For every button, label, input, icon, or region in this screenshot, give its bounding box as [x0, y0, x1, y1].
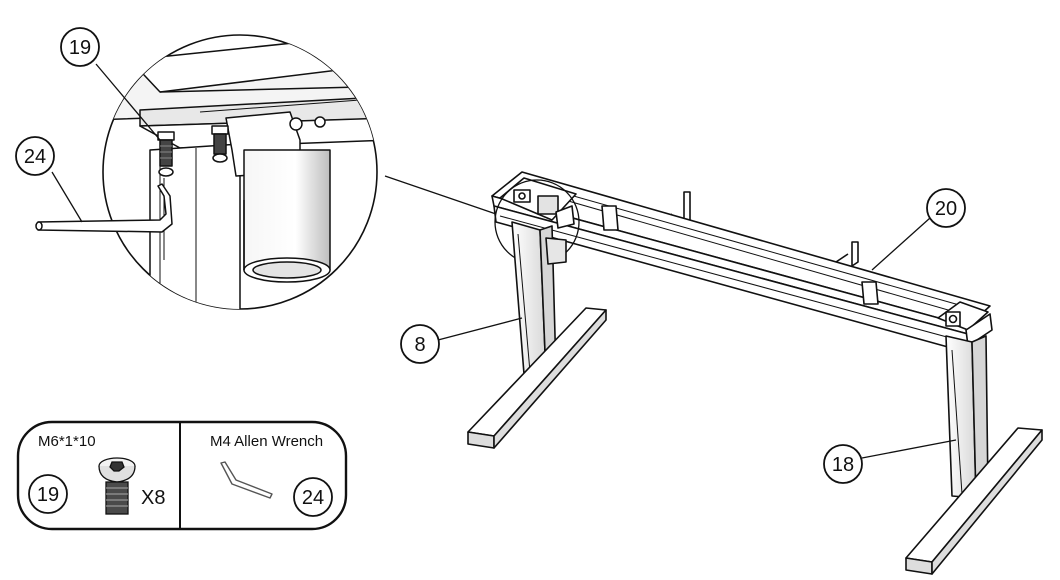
- callout-24-left: 24: [15, 136, 55, 176]
- right-end-plate: [937, 301, 993, 347]
- parts-wrench-number: 24: [293, 477, 333, 517]
- detail-leader-line: [384, 175, 497, 215]
- svg-text:24: 24: [302, 487, 324, 509]
- hex-socket-bolt-icon: [98, 457, 136, 515]
- wrench-spec-label: M4 Allen Wrench: [210, 433, 323, 450]
- allen-wrench-detail: [35, 183, 173, 233]
- svg-text:19: 19: [69, 37, 91, 59]
- right-foot: [905, 427, 1043, 575]
- svg-text:8: 8: [414, 334, 425, 356]
- bolt-detail-right: [211, 125, 229, 163]
- svg-text:18: 18: [832, 454, 854, 476]
- callout-18: 18: [823, 444, 863, 484]
- bolt-quantity: X8: [141, 487, 165, 509]
- parts-bolt-number: 19: [28, 474, 68, 514]
- bolt-spec-label: M6*1*10: [38, 433, 96, 450]
- top-beam: [491, 171, 991, 353]
- parts-box: M6*1*10 X8 19 M4 Allen Wrench 24: [16, 420, 348, 531]
- callout-leaders: [51, 63, 957, 459]
- detail-circle-large: [102, 34, 378, 310]
- allen-wrench-icon: [220, 461, 273, 499]
- svg-text:19: 19: [37, 484, 59, 506]
- svg-text:20: 20: [935, 198, 957, 220]
- svg-text:24: 24: [24, 146, 46, 168]
- callout-8: 8: [400, 324, 440, 364]
- callout-20: 20: [926, 188, 966, 228]
- desk-frame: [467, 171, 1043, 575]
- callout-19-top: 19: [60, 27, 100, 67]
- left-end-plate: [499, 177, 577, 229]
- left-foot: [467, 307, 607, 449]
